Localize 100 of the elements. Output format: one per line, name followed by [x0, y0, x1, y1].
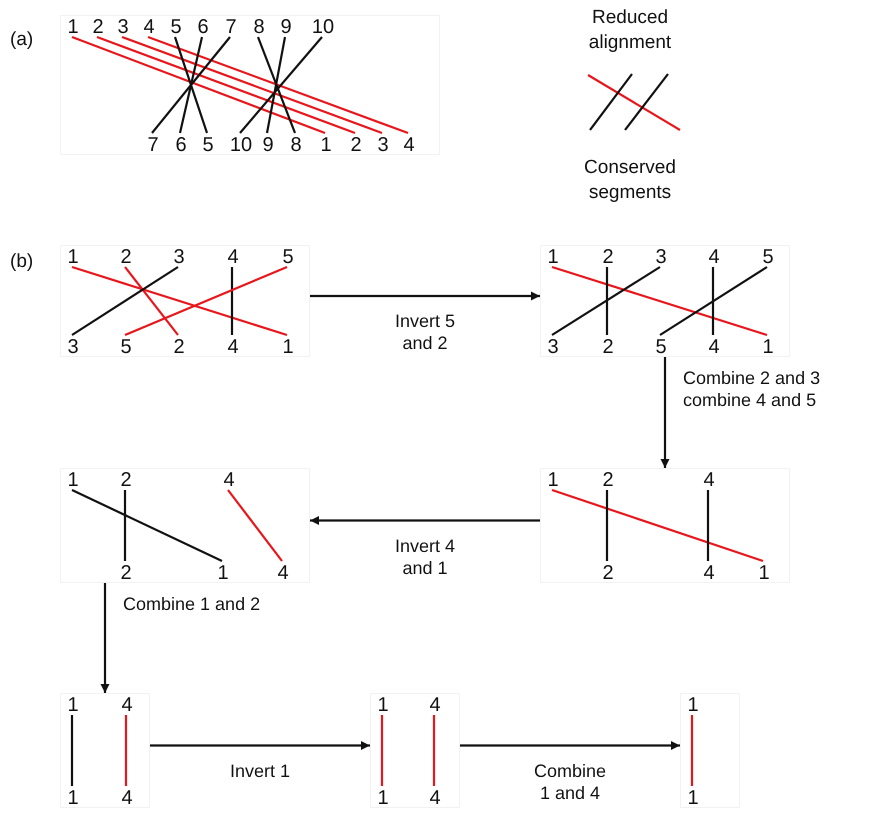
segment-number: 2	[113, 469, 139, 491]
segment-number: 4	[696, 469, 722, 491]
segment-number: 6	[190, 16, 216, 38]
segment-number: 7	[140, 134, 166, 156]
segment-number: 5	[113, 336, 139, 358]
legend-label: Reduced alignment	[588, 6, 672, 55]
segment-number: 5	[755, 246, 781, 268]
segment-line	[256, 36, 296, 134]
segment-number: 1	[313, 134, 339, 156]
segment-number: 4	[136, 16, 162, 38]
segment-number: 4	[696, 562, 722, 584]
panel-letter: (a)	[10, 28, 34, 52]
segment-number: 3	[60, 336, 86, 358]
segment-number: 3	[166, 246, 192, 268]
segment-number: 2	[113, 562, 139, 584]
segment-number: 7	[218, 16, 244, 38]
segment-line	[124, 266, 179, 336]
segment-line	[606, 490, 608, 561]
arrow	[310, 292, 540, 300]
segment-number: 4	[270, 562, 296, 584]
segment-line	[230, 267, 234, 335]
segment-number: 1	[370, 694, 396, 716]
segment-line	[659, 266, 768, 336]
arrow	[100, 583, 110, 693]
panel-frame	[540, 468, 790, 583]
segment-line	[148, 36, 408, 134]
segment-line	[606, 267, 608, 335]
segment-number: 1	[751, 562, 777, 584]
segment-number: 10	[228, 134, 254, 156]
segment-line	[124, 490, 126, 561]
segment-number: 4	[220, 336, 246, 358]
segment-line	[380, 715, 384, 786]
panel-frame	[370, 693, 460, 808]
arrow	[310, 516, 540, 525]
panel-frame	[60, 15, 440, 155]
segment-line	[552, 266, 768, 336]
panel-frame	[60, 245, 310, 357]
segment-number: 1	[680, 787, 706, 809]
panel-frame	[60, 468, 310, 583]
segment-number: 10	[310, 16, 336, 38]
segment-number: 2	[595, 246, 621, 268]
segment-number: 5	[275, 246, 301, 268]
panel-frame	[680, 693, 740, 808]
segment-number: 9	[255, 134, 281, 156]
panel-letter: (b)	[10, 250, 34, 274]
segment-number: 4	[396, 134, 422, 156]
segment-number: 2	[113, 246, 139, 268]
segment-number: 1	[540, 246, 566, 268]
segment-line	[706, 490, 710, 561]
segment-number: 2	[595, 469, 621, 491]
segment-line	[151, 36, 231, 134]
segment-number: 4	[114, 787, 140, 809]
segment-number: 1	[60, 469, 86, 491]
segment-number: 5	[195, 134, 221, 156]
segment-number: 1	[370, 787, 396, 809]
segment-line	[174, 36, 208, 134]
segment-line	[266, 36, 286, 134]
arrow	[660, 357, 670, 468]
segment-number: 1	[60, 246, 86, 268]
segment-number: 6	[168, 134, 194, 156]
segment-number: 3	[648, 246, 674, 268]
segment-line	[551, 266, 661, 336]
segment-number: 4	[114, 694, 140, 716]
segment-number: 2	[595, 562, 621, 584]
segment-number: 4	[701, 336, 727, 358]
segment-number: 2	[166, 336, 192, 358]
segment-number: 5	[163, 16, 189, 38]
segment-number: 4	[422, 694, 448, 716]
segment-number: 1	[275, 336, 301, 358]
panel-frame	[60, 693, 150, 808]
segment-number: 1	[680, 694, 706, 716]
segment-number: 3	[370, 134, 396, 156]
segment-number: 2	[85, 16, 111, 38]
arrow	[460, 741, 680, 750]
segment-line	[72, 489, 222, 562]
segment-number: 1	[60, 16, 86, 38]
segment-number: 3	[540, 336, 566, 358]
arrow	[150, 741, 370, 750]
segment-line	[124, 715, 128, 786]
segment-number: 5	[648, 336, 674, 358]
segment-number: 8	[246, 16, 272, 38]
segment-number: 1	[60, 694, 86, 716]
segment-line	[72, 266, 288, 336]
segment-line	[178, 36, 204, 134]
segment-number: 2	[595, 336, 621, 358]
segment-number: 4	[701, 246, 727, 268]
segment-number: 1	[540, 469, 566, 491]
segment-line	[552, 488, 764, 562]
segment-line	[70, 715, 74, 786]
segment-number: 8	[283, 134, 309, 156]
segment-line	[96, 36, 356, 134]
segment-number: 3	[110, 16, 136, 38]
segment-number: 2	[343, 134, 369, 156]
segment-number: 4	[422, 787, 448, 809]
segment-line	[690, 715, 694, 786]
segment-number: 1	[210, 562, 236, 584]
segment-line	[124, 266, 288, 336]
segment-line	[227, 489, 283, 562]
segment-line	[432, 715, 436, 786]
segment-line	[712, 267, 714, 335]
